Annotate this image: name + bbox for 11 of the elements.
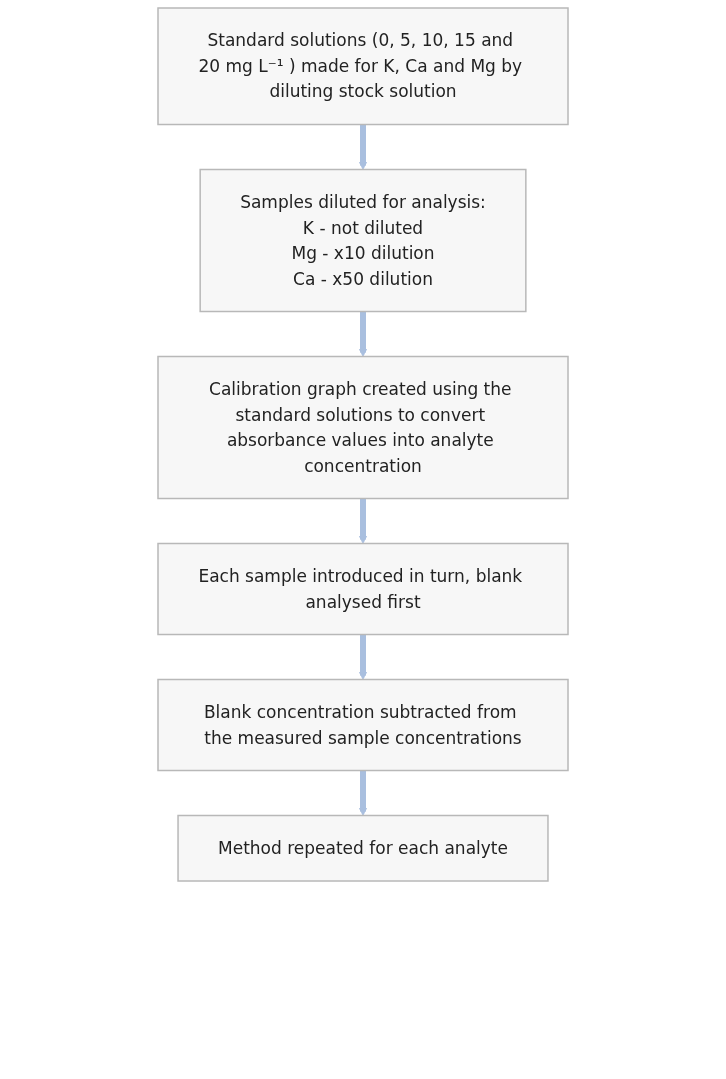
arrow (358, 124, 368, 170)
node-box: Method repeated for each analyte (177, 814, 549, 882)
arrow (358, 770, 368, 816)
node-box: Standard solutions (0, 5, 10, 15 and 20 mg L⁻¹ ) made for K, Ca and Mg by diluting stock solution (157, 7, 569, 126)
node-box: Calibration graph created using the standard solutions to convert absorbance values into analyte concentration (157, 355, 569, 500)
arrow (358, 498, 368, 544)
node-box: Each sample introduced in turn, blank analysed first (157, 542, 569, 636)
arrow (358, 311, 368, 357)
node-box: Blank concentration subtracted from the measured sample concentrations (157, 678, 569, 772)
arrow (358, 634, 368, 680)
node-box: Samples diluted for analysis: K - not diluted Mg - x10 dilution Ca - x50 dilution (199, 168, 527, 313)
